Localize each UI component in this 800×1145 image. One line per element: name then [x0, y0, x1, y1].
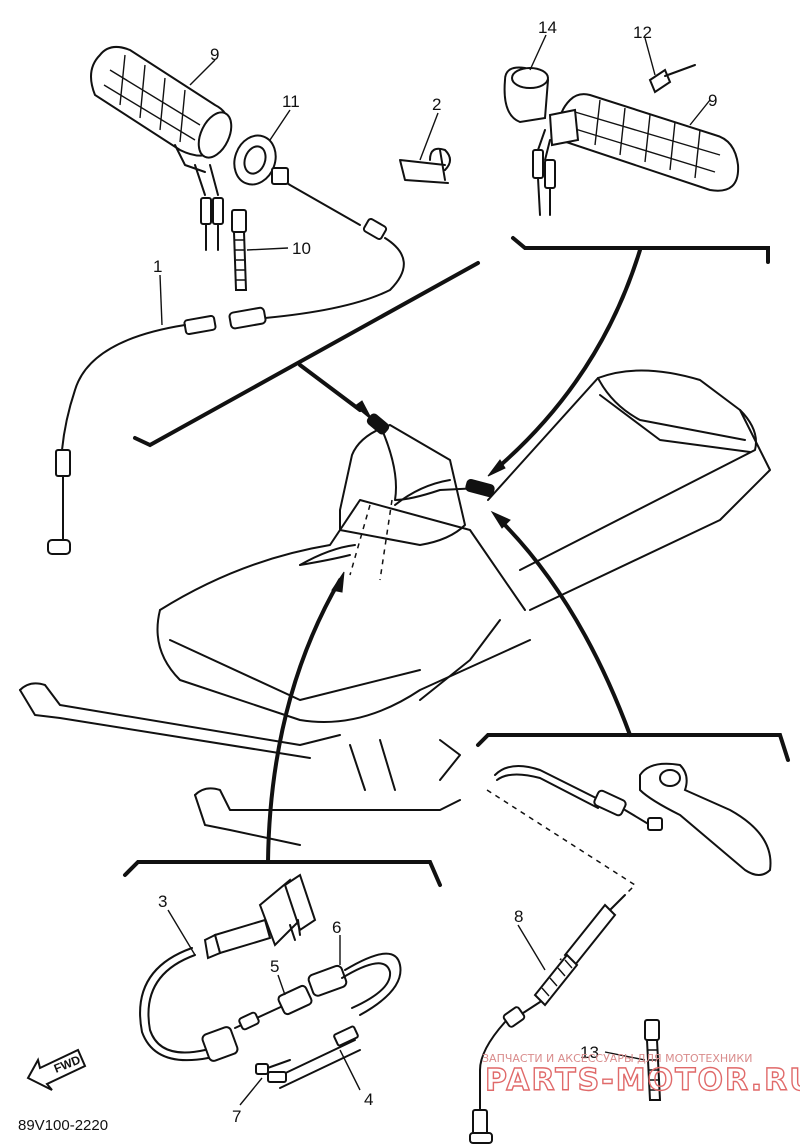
screw-part-12	[648, 64, 696, 94]
group-brackets	[123, 236, 790, 887]
callout-11: 11	[282, 92, 300, 111]
callout-14: 14	[538, 18, 557, 37]
callout-7: 7	[232, 1107, 241, 1126]
callout-5: 5	[270, 957, 279, 976]
cable-part-5	[234, 984, 313, 1031]
forward-direction-arrow: FWD	[26, 1048, 87, 1091]
callout-2: 2	[432, 95, 441, 114]
brake-lever-assembly	[486, 762, 772, 961]
callout-10: 10	[292, 239, 311, 258]
callout-9-right: 9	[708, 91, 717, 110]
cable-end-part-7	[255, 1063, 287, 1083]
cable-part-6	[307, 952, 402, 1016]
watermark-caption: ЗАПЧАСТИ И АКСЕССУАРЫ ДЛЯ МОТОТЕХНИКИ	[482, 1052, 752, 1065]
snowmobile-illustration	[19, 369, 771, 846]
clip-part-2	[399, 147, 451, 184]
throttle-cable-part-1	[47, 167, 405, 555]
drawing-number: 89V100-2220	[18, 1117, 108, 1134]
choke-lever-part-3-assembly	[139, 873, 317, 1062]
ring-part-11	[233, 134, 277, 186]
callout-3: 3	[158, 892, 167, 911]
cap-part-14	[503, 66, 550, 124]
right-grip-part-9	[532, 93, 740, 216]
callout-6: 6	[332, 918, 341, 937]
cable-tie-part-10	[231, 209, 248, 291]
callout-13: 13	[580, 1043, 599, 1062]
callout-numbers: 9 11 2 10 1 14 12 9 3 6 5 8 4 7 13	[153, 18, 717, 1126]
callout-12: 12	[633, 23, 652, 42]
cable-part-4	[261, 1025, 361, 1089]
site-watermark: ЗАПЧАСТИ И АКСЕССУАРЫ ДЛЯ МОТОТЕХНИКИ PA…	[482, 1052, 800, 1099]
left-grip-part-9	[90, 45, 233, 251]
callout-4: 4	[364, 1090, 373, 1109]
callout-8: 8	[514, 907, 523, 926]
brake-cable-part-8	[469, 894, 626, 1144]
watermark-logo-text: PARTS-MOTOR.RU	[485, 1063, 800, 1098]
leader-lines	[159, 34, 711, 1106]
callout-9-left: 9	[210, 45, 219, 64]
cable-tie-part-13	[644, 1019, 662, 1101]
callout-1: 1	[153, 257, 162, 276]
